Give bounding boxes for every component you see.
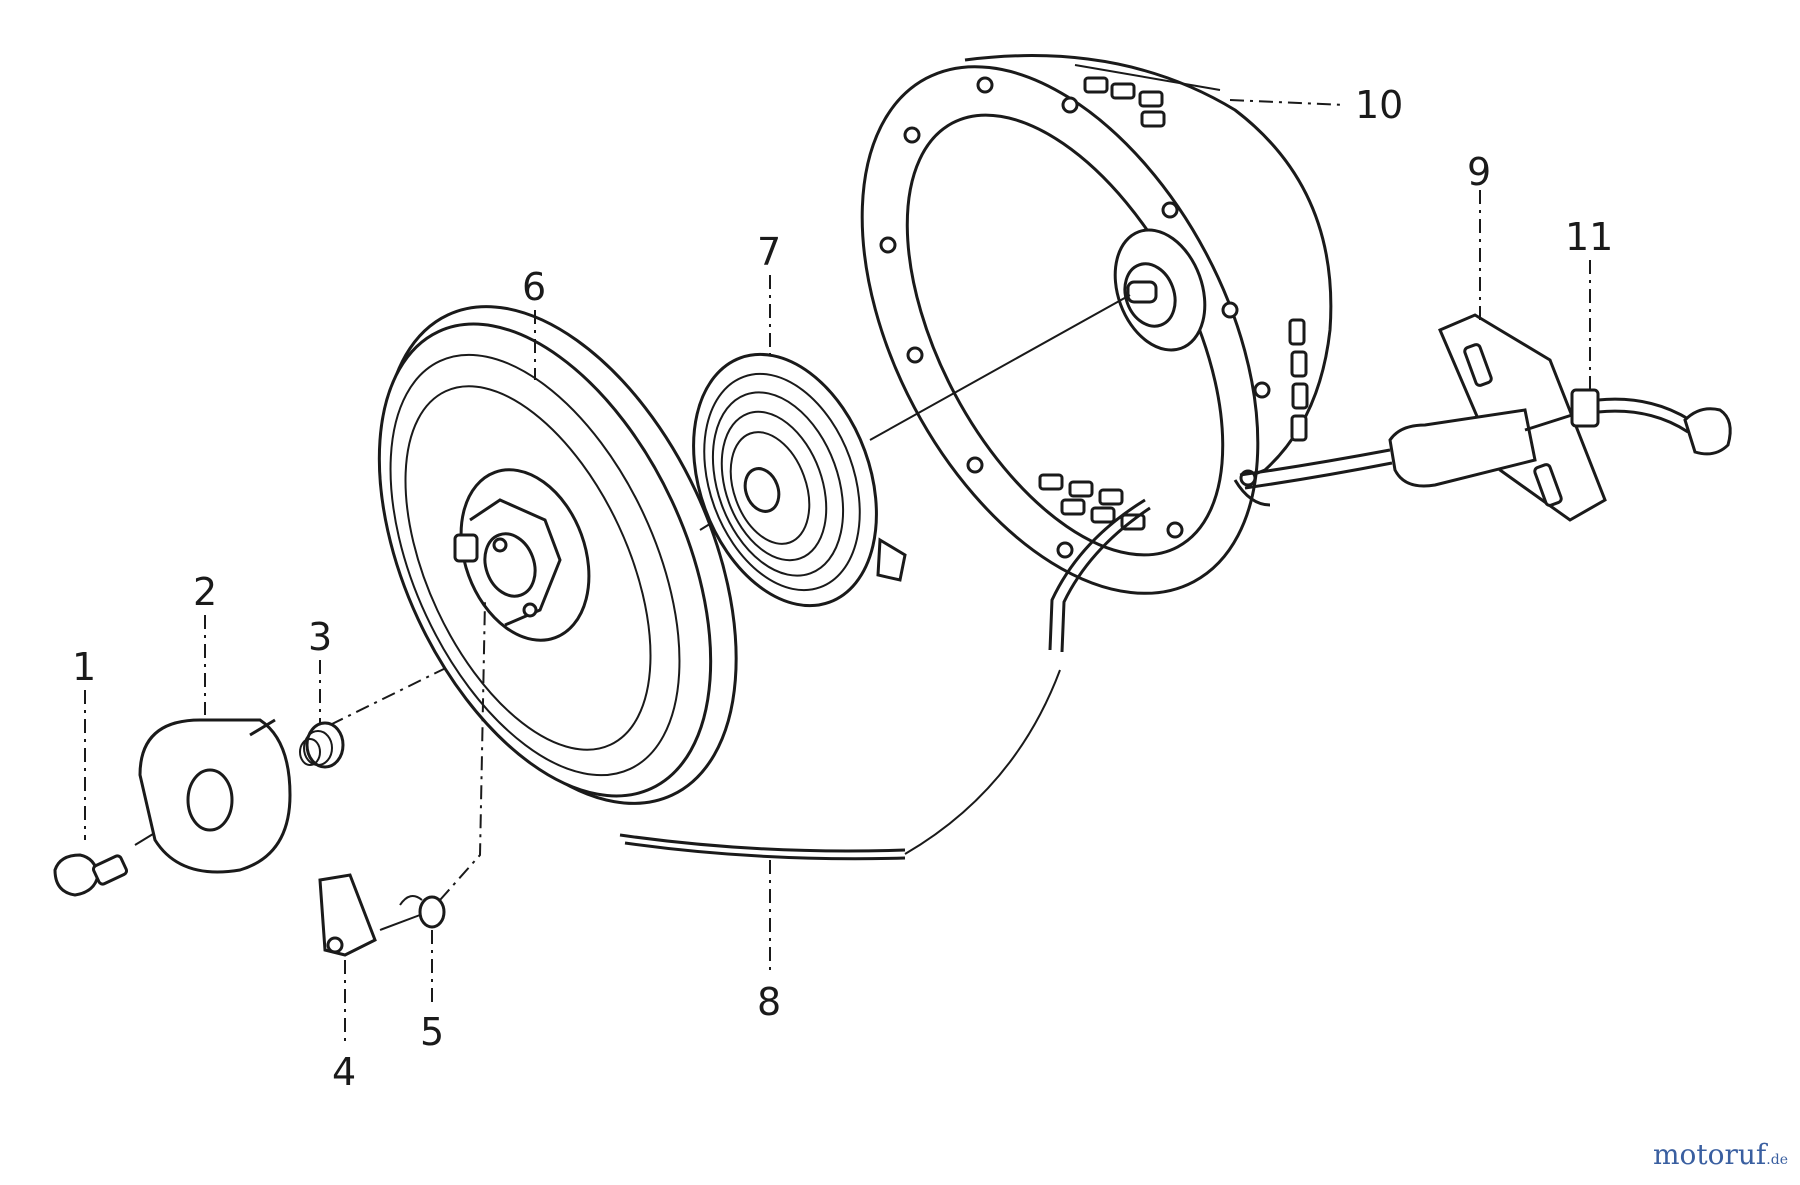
label-part-8: 8: [757, 980, 781, 1024]
part-10-starter-housing: [860, 54, 1333, 595]
label-part-5: 5: [420, 1010, 444, 1054]
label-part-2: 2: [193, 570, 217, 614]
label-part-4: 4: [332, 1050, 356, 1094]
part-5-pawl-spring: [379, 895, 446, 931]
part-9-handle: [1388, 313, 1607, 522]
label-part-7: 7: [757, 230, 781, 274]
part-6-pulley: [377, 305, 738, 805]
label-part-11: 11: [1565, 215, 1613, 259]
leader-line-5b: [439, 599, 486, 901]
label-part-9: 9: [1467, 150, 1491, 194]
part-8-starter-rope: [619, 448, 1393, 861]
label-part-3: 3: [308, 615, 332, 659]
watermark-brand: motoruf: [1652, 1138, 1767, 1171]
label-part-1: 1: [72, 645, 96, 689]
part-2-ratchet: [138, 718, 292, 874]
axis-line-housing-to-pulley: [869, 294, 1131, 441]
label-part-10: 10: [1355, 83, 1403, 127]
leader-line-10: [1229, 99, 1346, 106]
part-11-cable-clip: [1524, 388, 1732, 456]
part-7-recoil-spring: [692, 352, 907, 608]
part-3-spring: [299, 721, 345, 769]
part-1-bolt: [53, 853, 129, 897]
watermark-suffix: .de: [1766, 1152, 1788, 1168]
watermark-logo: motoruf.de: [1653, 1138, 1788, 1171]
label-part-6: 6: [522, 265, 546, 309]
part-4-pawl: [318, 873, 377, 957]
